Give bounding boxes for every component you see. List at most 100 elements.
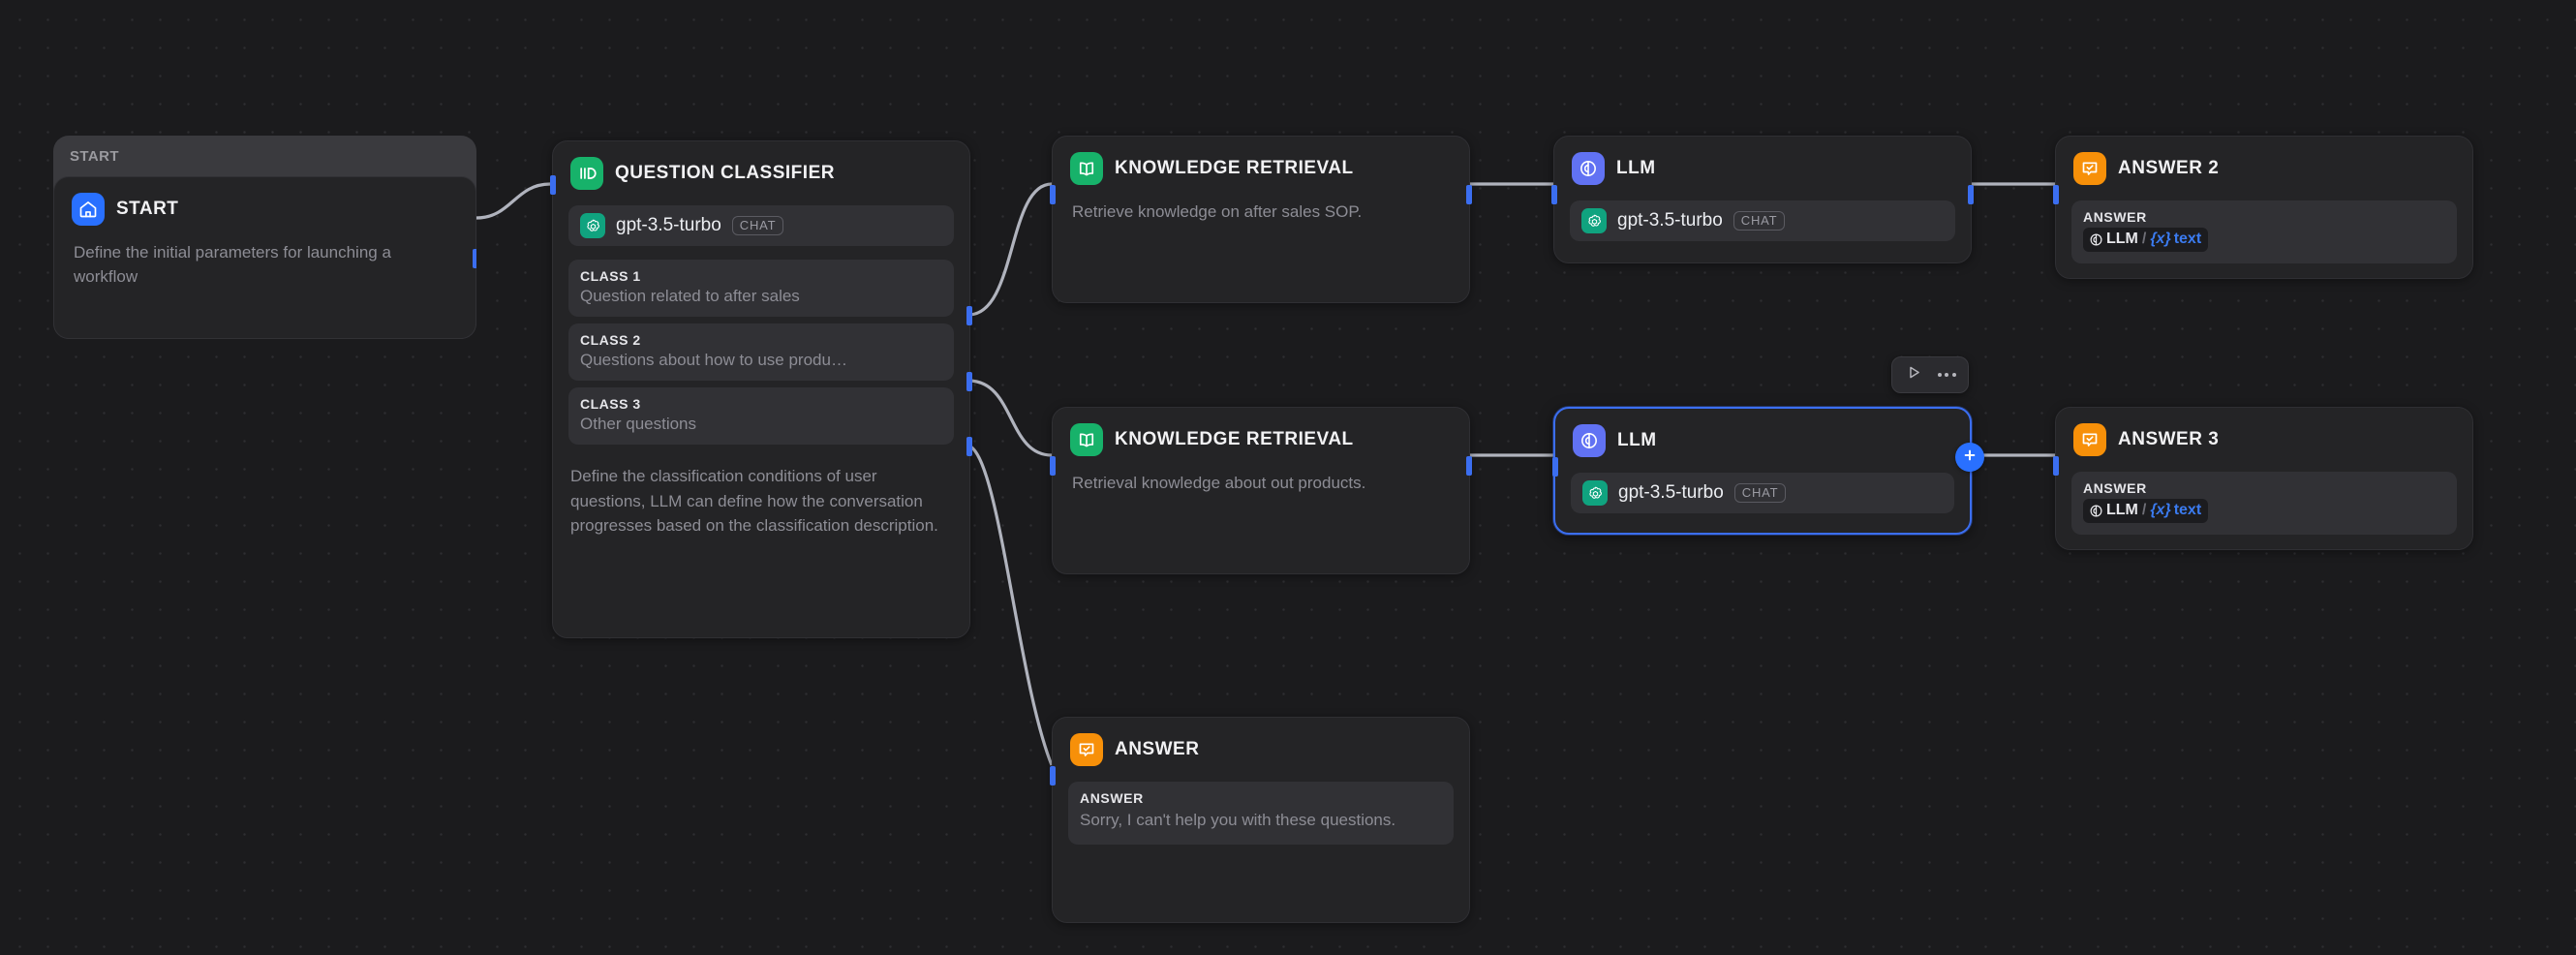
llm2-input-handle[interactable]	[1552, 457, 1558, 477]
answer-3-variable-node: LLM	[2106, 502, 2138, 518]
llm-icon	[2089, 504, 2103, 518]
llm-1-model-name: gpt-3.5-turbo	[1617, 210, 1723, 231]
book-icon	[1070, 152, 1103, 185]
llm-icon	[1573, 424, 1606, 457]
answer-icon	[1070, 733, 1103, 766]
kr2-output-handle[interactable]	[1466, 456, 1472, 476]
classifier-model-selector[interactable]: gpt-3.5-turbo CHAT	[568, 205, 954, 246]
llm-icon	[2089, 232, 2103, 247]
answer-3-variable-bracket: {x}	[2150, 502, 2171, 518]
llm-1-model-selector[interactable]: gpt-3.5-turbo CHAT	[1570, 200, 1955, 241]
classifier-input-handle[interactable]	[550, 175, 556, 195]
class2-output-handle[interactable]	[966, 372, 972, 391]
add-next-node-button[interactable]	[1955, 443, 1984, 472]
start-group[interactable]: START START Define the initial parameter…	[53, 136, 476, 339]
classifier-model-name: gpt-3.5-turbo	[616, 215, 721, 235]
answer-icon	[2073, 423, 2106, 456]
class-label: CLASS 2	[580, 332, 641, 348]
book-icon	[1070, 423, 1103, 456]
classifier-note: Define the classification conditions of …	[570, 467, 938, 535]
play-icon	[1906, 364, 1922, 385]
kr2-input-handle[interactable]	[1050, 456, 1056, 476]
knowledge-retrieval-2-node[interactable]: KNOWLEDGE RETRIEVAL Retrieval knowledge …	[1050, 407, 1472, 574]
answer3-input-handle[interactable]	[2053, 456, 2059, 476]
answer-1-output-block[interactable]: ANSWER Sorry, I can't help you with thes…	[1068, 782, 1454, 845]
class-item[interactable]: CLASS 1 Question related to after sales	[568, 260, 954, 317]
class1-output-handle[interactable]	[966, 306, 972, 325]
knowledge-retrieval-2-title: KNOWLEDGE RETRIEVAL	[1115, 429, 1354, 449]
class-label: CLASS 3	[580, 396, 641, 412]
llm-2-model-name: gpt-3.5-turbo	[1618, 482, 1724, 503]
run-node-button[interactable]	[1899, 362, 1928, 387]
answer-3-output-block[interactable]: ANSWER LLM / {x} text	[2071, 472, 2457, 535]
answer-2-variable-separator: /	[2141, 231, 2147, 247]
llm1-input-handle[interactable]	[1551, 185, 1557, 204]
answer-3-label: ANSWER	[2083, 480, 2147, 496]
class-text: Question related to after sales	[580, 287, 800, 305]
openai-icon	[1582, 480, 1608, 506]
answer-3-variable-chip[interactable]: LLM / {x} text	[2083, 499, 2209, 523]
answer-3-title: ANSWER 3	[2118, 429, 2220, 449]
answer2-input-handle[interactable]	[2053, 185, 2059, 204]
class-text: Questions about how to use produ…	[580, 351, 847, 369]
knowledge-retrieval-1-node[interactable]: KNOWLEDGE RETRIEVAL Retrieve knowledge o…	[1050, 136, 1472, 303]
answer-2-variable-name: text	[2173, 231, 2202, 247]
class-label: CLASS 1	[580, 268, 641, 284]
classifier-model-badge: CHAT	[731, 216, 784, 235]
llm-2-model-badge: CHAT	[1733, 483, 1787, 503]
start-group-title: START	[70, 148, 119, 165]
llm-1-node[interactable]: LLM gpt-3.5-turbo CHAT	[1551, 136, 1974, 263]
question-classifier-node[interactable]: QUESTION CLASSIFIER gpt-3.5-turbo CHAT C…	[550, 140, 972, 638]
start-node-title: START	[116, 199, 179, 219]
node-toolbar[interactable]	[1891, 356, 1969, 393]
answer-2-variable-node: LLM	[2106, 231, 2138, 247]
llm-2-title: LLM	[1617, 430, 1657, 450]
llm-icon	[1572, 152, 1605, 185]
home-icon	[72, 193, 105, 226]
answer-2-node[interactable]: ANSWER 2 ANSWER LLM / {x} text	[2053, 136, 2473, 279]
plus-icon	[1962, 447, 1978, 468]
answer-2-variable-bracket: {x}	[2150, 231, 2171, 247]
llm-2-model-selector[interactable]: gpt-3.5-turbo CHAT	[1571, 473, 1954, 513]
class-item[interactable]: CLASS 2 Questions about how to use produ…	[568, 323, 954, 381]
edge-class1-to-kr1	[967, 182, 1053, 317]
knowledge-retrieval-1-description: Retrieve knowledge on after sales SOP.	[1072, 202, 1363, 221]
openai-icon	[580, 213, 605, 238]
answer-1-node[interactable]: ANSWER ANSWER Sorry, I can't help you wi…	[1050, 717, 1470, 923]
answer-2-label: ANSWER	[2083, 209, 2147, 225]
answer-2-variable-chip[interactable]: LLM / {x} text	[2083, 228, 2209, 252]
class-item[interactable]: CLASS 3 Other questions	[568, 387, 954, 445]
kr1-input-handle[interactable]	[1050, 185, 1056, 204]
kr1-output-handle[interactable]	[1466, 185, 1472, 204]
answer-3-variable-name: text	[2173, 502, 2202, 518]
llm-1-title: LLM	[1616, 158, 1656, 178]
more-options-button[interactable]	[1932, 362, 1961, 387]
answer-3-node[interactable]: ANSWER 3 ANSWER LLM / {x} text	[2053, 407, 2473, 550]
knowledge-retrieval-1-title: KNOWLEDGE RETRIEVAL	[1115, 158, 1354, 178]
ellipsis-icon	[1937, 373, 1956, 377]
answer-2-output-block[interactable]: ANSWER LLM / {x} text	[2071, 200, 2457, 263]
llm1-output-handle[interactable]	[1968, 185, 1974, 204]
answer-1-text: Sorry, I can't help you with these quest…	[1080, 811, 1396, 829]
edge-class2-to-kr2	[967, 379, 1053, 457]
llm-1-model-badge: CHAT	[1733, 211, 1786, 231]
classifier-class-list: CLASS 1 Question related to after sales …	[568, 260, 954, 445]
knowledge-retrieval-2-description: Retrieval knowledge about out products.	[1072, 474, 1366, 492]
start-node[interactable]: START Define the initial parameters for …	[53, 176, 476, 339]
start-node-description: Define the initial parameters for launch…	[74, 243, 391, 286]
question-classifier-icon	[570, 157, 603, 190]
answer-3-variable-separator: /	[2141, 502, 2147, 518]
answer-1-title: ANSWER	[1115, 739, 1200, 759]
edge-start-to-classifier	[475, 182, 551, 220]
start-output-handle[interactable]	[473, 249, 476, 268]
class-text: Other questions	[580, 415, 697, 433]
class3-output-handle[interactable]	[966, 437, 972, 456]
answer-icon	[2073, 152, 2106, 185]
llm-2-node[interactable]: LLM gpt-3.5-turbo CHAT	[1552, 407, 1984, 535]
edge-class3-to-answer	[967, 444, 1054, 766]
answer-2-title: ANSWER 2	[2118, 158, 2220, 178]
answer1-input-handle[interactable]	[1050, 766, 1056, 786]
answer-1-label: ANSWER	[1080, 790, 1144, 806]
openai-icon	[1581, 208, 1607, 233]
